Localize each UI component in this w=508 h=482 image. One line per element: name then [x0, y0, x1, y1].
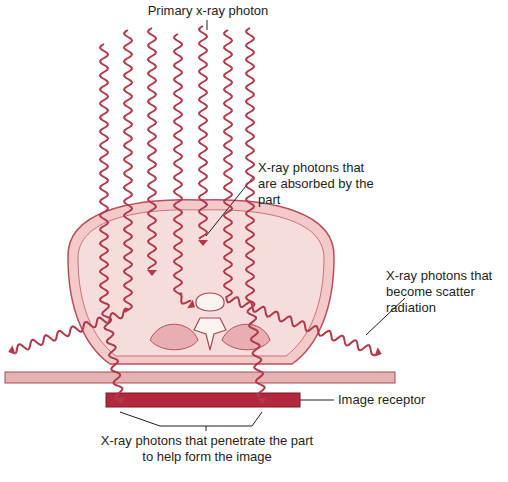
- muscle: [222, 324, 270, 350]
- photon-group: [8, 26, 381, 404]
- xray-photon: [199, 26, 207, 239]
- xray-photon: [148, 28, 156, 270]
- leader-line: [206, 426, 207, 431]
- xray-photon: [174, 34, 191, 304]
- callout-label: Image receptor: [338, 392, 458, 408]
- table-top: [5, 372, 395, 383]
- xray-photon: [224, 30, 375, 355]
- vertebral-arch: [194, 318, 226, 350]
- arrowhead: [147, 270, 157, 276]
- xray-photon: [246, 28, 265, 397]
- arrowhead: [8, 345, 15, 354]
- callout-label: X-ray photons that are absorbed by the p…: [258, 160, 382, 208]
- callout-label: Primary x-ray photon: [130, 3, 286, 19]
- leader-line: [207, 20, 208, 30]
- arrowhead: [257, 397, 267, 404]
- callout-label: X-ray photons that penetrate the part to…: [96, 433, 318, 465]
- xray-photon: [15, 30, 132, 354]
- image-receptor: [106, 393, 300, 407]
- arrowhead: [198, 240, 208, 246]
- leader-bracket: [120, 412, 262, 426]
- body-inner: [78, 210, 324, 356]
- arrowhead: [374, 347, 381, 356]
- muscle: [150, 324, 198, 350]
- arrowhead: [187, 300, 195, 308]
- leader-line: [300, 400, 334, 401]
- vertebral-body: [196, 293, 224, 311]
- callout-label: X-ray photons that become scatter radiat…: [386, 268, 504, 316]
- xray-photon: [100, 44, 122, 398]
- arrowhead: [115, 397, 125, 404]
